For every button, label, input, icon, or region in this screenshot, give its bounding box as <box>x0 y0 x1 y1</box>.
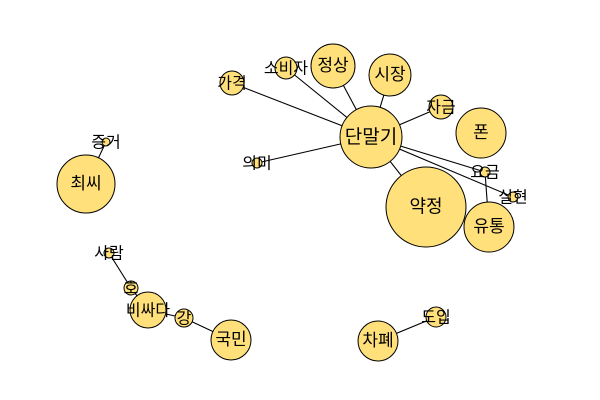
node-circle-contract <box>385 166 467 248</box>
node-circle-consumer <box>274 56 298 80</box>
node-hub: 단말기 <box>339 105 403 169</box>
node-abolish: 차폐 <box>357 320 399 362</box>
node-circle-expensive <box>129 291 167 329</box>
node-label-fund: 자금 <box>426 98 455 117</box>
node-circle-ho <box>123 280 139 296</box>
node-label-contract: 약정 <box>409 197 442 218</box>
node-label-abolish: 차폐 <box>362 331 393 351</box>
node-label-intro: 도입 <box>421 308 450 327</box>
node-label-realize: 실현 <box>498 188 527 207</box>
node-label-evidence: 증거 <box>91 133 120 152</box>
node-circle-distribution <box>463 201 515 253</box>
node-label-phone: 폰 <box>473 123 489 143</box>
node-circle-gang <box>174 308 194 328</box>
node-label-normal: 정상 <box>317 56 349 76</box>
node-circle-meaning <box>251 157 263 169</box>
node-circle-nation <box>210 319 252 361</box>
node-label-gang: 강 <box>177 309 192 328</box>
node-label-hub: 단말기 <box>345 126 397 148</box>
node-label-expensive: 비싸다 <box>126 301 170 320</box>
node-fund: 자금 <box>426 94 456 120</box>
node-price: 가격 <box>217 70 247 96</box>
node-circle-fee <box>479 166 491 178</box>
node-label-person: 사람 <box>94 244 124 263</box>
node-contract: 약정 <box>385 166 467 248</box>
node-circle-person <box>103 247 115 259</box>
node-choi: 최씨 <box>56 154 116 214</box>
node-label-price: 가격 <box>217 74 246 93</box>
node-circle-abolish <box>357 320 399 362</box>
node-market: 시장 <box>368 53 412 97</box>
node-realize: 실현 <box>498 188 527 207</box>
node-label-market: 시장 <box>374 65 406 85</box>
node-fee: 요금 <box>470 163 499 182</box>
node-person: 사람 <box>94 244 124 263</box>
node-label-distribution: 유통 <box>473 217 504 237</box>
node-ho: 호 <box>123 279 139 298</box>
node-circle-fund <box>428 94 454 120</box>
node-phone: 폰 <box>455 107 507 159</box>
node-circle-choi <box>56 154 116 214</box>
node-consumer: 소비자 <box>264 56 308 80</box>
node-circle-evidence <box>101 137 111 147</box>
node-normal: 정상 <box>310 43 356 89</box>
node-gang: 강 <box>174 308 194 328</box>
node-label-ho: 호 <box>124 279 139 298</box>
node-label-fee: 요금 <box>470 163 499 182</box>
node-circle-hub <box>339 105 403 169</box>
node-circle-normal <box>310 43 356 89</box>
node-nation: 국민 <box>210 319 252 361</box>
node-circle-phone <box>455 107 507 159</box>
node-label-nation: 국민 <box>215 330 246 350</box>
node-distribution: 유통 <box>463 201 515 253</box>
node-circle-intro <box>425 306 447 328</box>
node-meaning: 의미 <box>242 154 271 173</box>
node-expensive: 비싸다 <box>126 291 170 329</box>
node-intro: 도입 <box>421 306 451 328</box>
node-label-choi: 최씨 <box>70 174 101 194</box>
node-evidence: 증거 <box>91 133 120 152</box>
node-label-consumer: 소비자 <box>264 59 308 78</box>
node-circle-market <box>368 53 412 97</box>
node-circle-price <box>219 70 245 96</box>
node-circle-realize <box>507 191 519 203</box>
node-label-meaning: 의미 <box>242 154 271 173</box>
